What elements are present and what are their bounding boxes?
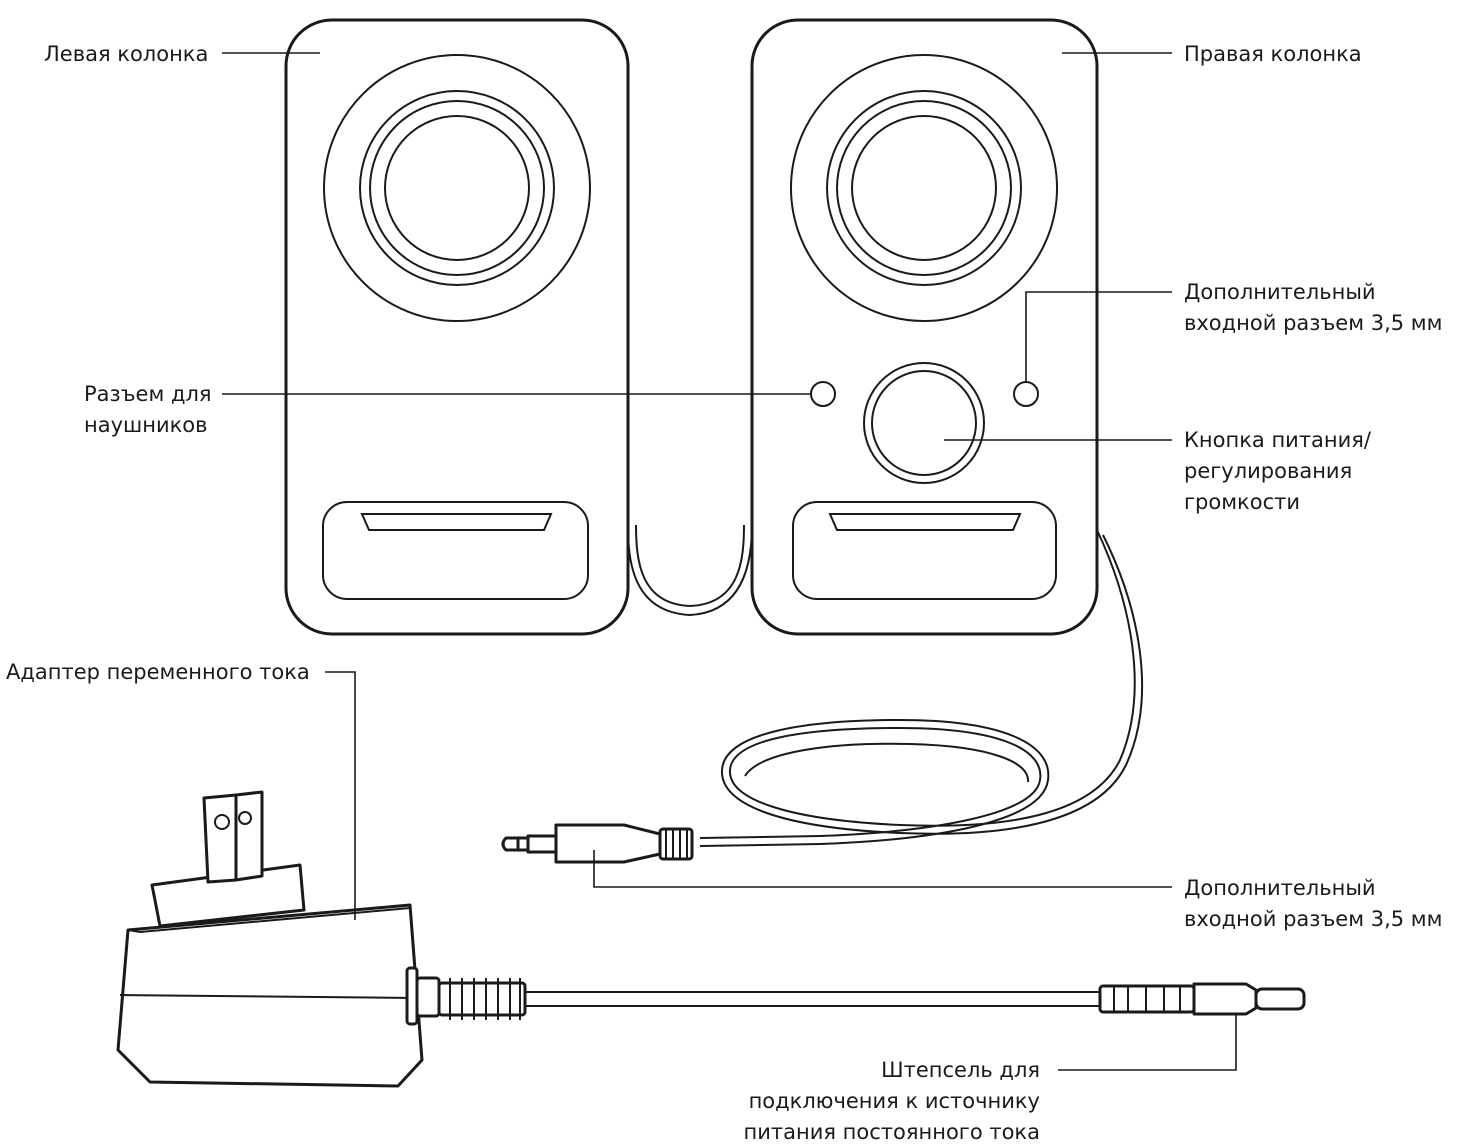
dc-cable xyxy=(437,978,1100,1020)
label-power-volume-3: громкости xyxy=(1184,490,1300,514)
label-power-volume-1: Кнопка питания/ xyxy=(1184,428,1372,452)
label-headphone-jack-1: Разъем для xyxy=(84,382,212,406)
left-speaker xyxy=(284,18,630,636)
label-dc-plug-1: Штепсель для xyxy=(881,1058,1040,1082)
label-aux-input-bottom-1: Дополнительный xyxy=(1184,876,1376,900)
callout-labels: Левая колонка Правая колонка Дополнитель… xyxy=(6,42,1442,1144)
ac-adapter xyxy=(116,790,441,1088)
right-speaker xyxy=(750,18,1099,636)
dc-plug xyxy=(1098,982,1306,1016)
label-aux-input-top-1: Дополнительный xyxy=(1184,280,1376,304)
label-left-speaker: Левая колонка xyxy=(44,42,208,66)
label-aux-input-top-2: входной разъем 3,5 мм xyxy=(1184,311,1442,335)
label-ac-adapter: Адаптер переменного тока xyxy=(6,660,310,684)
label-headphone-jack-2: наушников xyxy=(84,413,208,437)
label-power-volume-2: регулирования xyxy=(1184,459,1352,483)
label-right-speaker: Правая колонка xyxy=(1184,42,1362,66)
leader-lines xyxy=(222,52,1237,1071)
label-dc-plug-2: подключения к источнику xyxy=(749,1089,1040,1113)
power-volume-knob xyxy=(863,362,985,484)
aux-cable xyxy=(699,529,1144,847)
label-aux-input-bottom-2: входной разъем 3,5 мм xyxy=(1184,907,1442,931)
label-dc-plug-3: питания постоянного тока xyxy=(743,1120,1040,1144)
inter-speaker-cable xyxy=(627,524,753,617)
aux-plug xyxy=(501,823,694,864)
